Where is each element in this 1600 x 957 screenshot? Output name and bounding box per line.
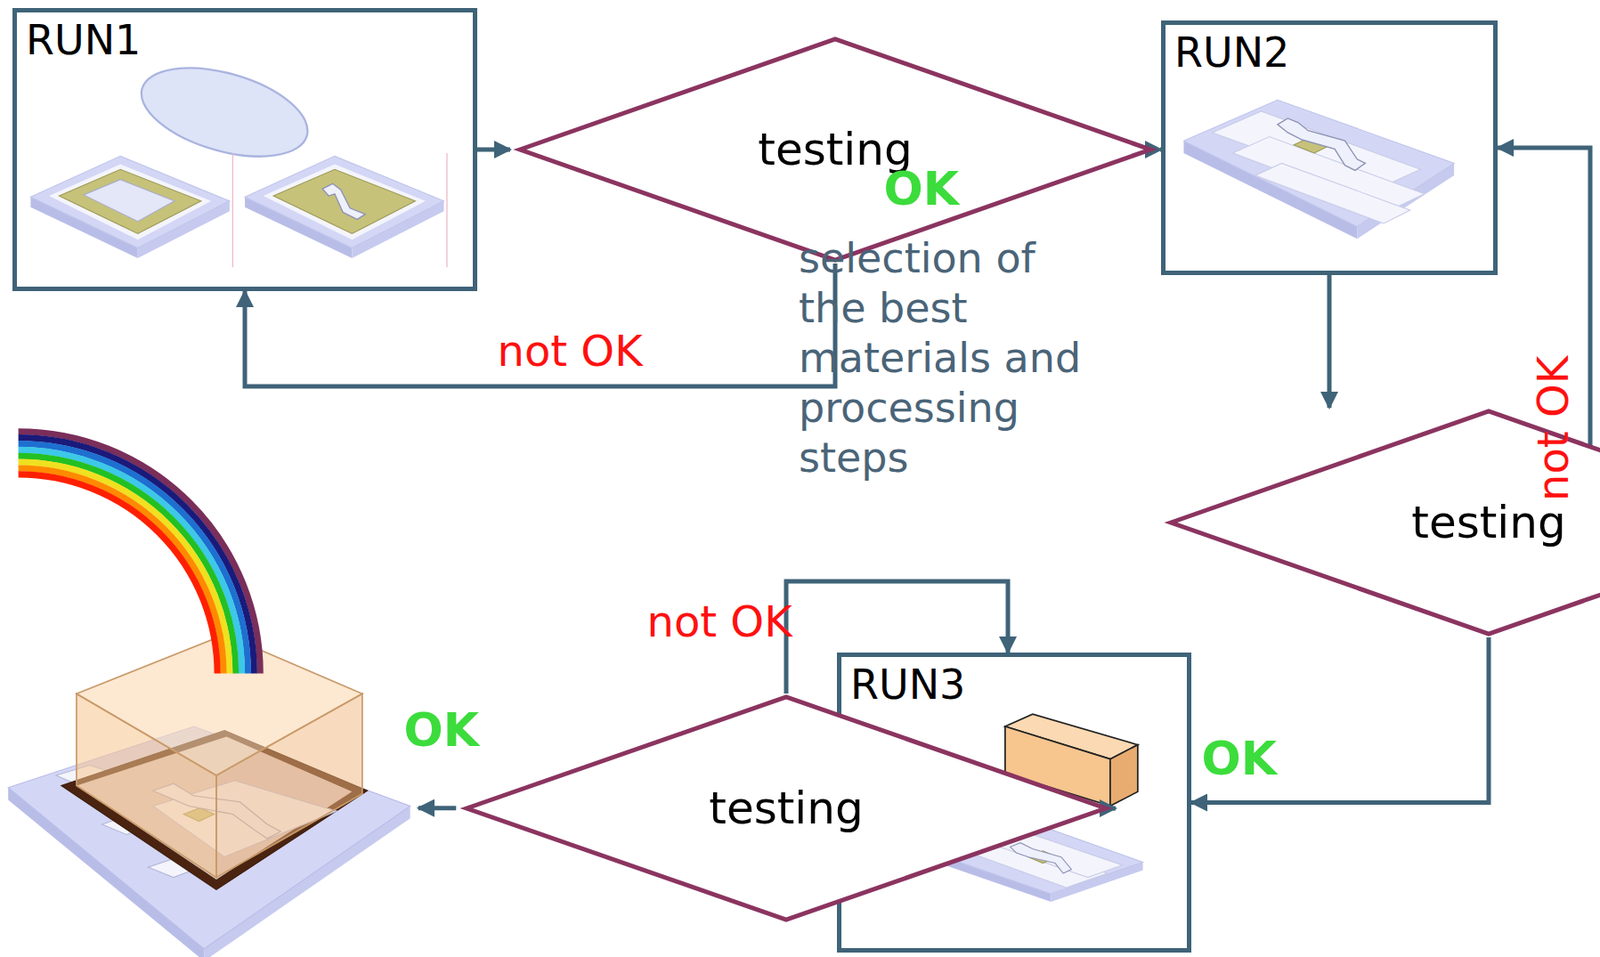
guide-line — [232, 153, 234, 268]
flow-arrow — [1191, 637, 1489, 804]
not-ok-label: not OK — [647, 598, 793, 646]
lid — [131, 51, 318, 174]
ok-label: OK — [404, 705, 480, 756]
flow-arrow — [1327, 275, 1332, 408]
process-box: RUN1 — [12, 8, 478, 292]
decision-text: testing — [510, 123, 1161, 176]
flow-arrow — [477, 147, 511, 153]
decision-text: testing — [1161, 496, 1600, 549]
not-ok-label: not OK — [497, 327, 643, 375]
ok-label: OK — [1202, 733, 1278, 785]
ok-label: OK — [884, 163, 960, 215]
decision-text: testing — [456, 782, 1116, 835]
output-arrow — [418, 805, 456, 811]
decision-diamond: testing — [510, 35, 1161, 264]
guide-line — [446, 153, 447, 268]
decision-diamond: testing — [456, 693, 1116, 924]
note-text: selection of the best materials and proc… — [798, 233, 1111, 484]
substrate — [1183, 99, 1454, 239]
run-title: RUN2 — [1165, 24, 1494, 76]
rainbow — [18, 431, 261, 675]
flow-arrow — [244, 263, 836, 387]
not-ok-label: not OK — [1529, 355, 1577, 501]
packaged-device — [8, 634, 411, 957]
run-title: RUN1 — [16, 12, 473, 64]
run-title: RUN3 — [841, 657, 1187, 708]
substrate — [30, 155, 229, 259]
substrate — [244, 155, 444, 259]
process-box: RUN2 — [1161, 20, 1498, 276]
